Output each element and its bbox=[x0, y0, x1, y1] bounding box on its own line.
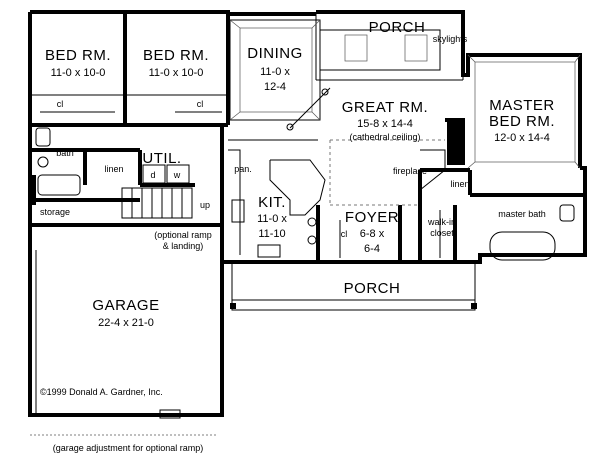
linen2-label: linen bbox=[450, 179, 469, 189]
util-name: UTIL. bbox=[142, 150, 181, 167]
room-labels: BED RM. 11-0 x 10-0 cl BED RM. 11-0 x 10… bbox=[40, 19, 555, 453]
dining-dims2: 12-4 bbox=[264, 81, 286, 93]
stairs bbox=[121, 187, 193, 219]
walkin-line1: walk-in bbox=[427, 217, 456, 227]
kitchen-counters bbox=[228, 149, 326, 258]
great-name: GREAT RM. bbox=[342, 99, 428, 116]
bed2-closet: cl bbox=[197, 99, 204, 109]
fireplace-label: fireplace bbox=[393, 166, 427, 176]
ramp-line1: (optional ramp bbox=[154, 230, 212, 240]
master-tray-ceiling bbox=[467, 54, 581, 169]
master-bath-label: master bath bbox=[498, 209, 546, 219]
bed1-dims: 11-0 x 10-0 bbox=[51, 67, 106, 79]
kit-name: KIT. bbox=[258, 194, 286, 211]
porch-top-name: PORCH bbox=[369, 19, 426, 36]
bath-label: bath bbox=[56, 148, 74, 158]
bath-fixtures bbox=[35, 127, 81, 196]
master-dims: 12-0 x 14-4 bbox=[494, 132, 550, 144]
garage-adjustment-note: (garage adjustment for optional ramp) bbox=[53, 443, 204, 453]
linen1-label: linen bbox=[104, 164, 123, 174]
utility-room bbox=[142, 164, 190, 184]
walkin-line2: closet bbox=[430, 228, 454, 238]
dining-dims1: 11-0 x bbox=[260, 66, 290, 78]
master-bath-fixtures bbox=[489, 204, 575, 261]
foyer-name: FOYER bbox=[345, 209, 399, 226]
porch-front-name: PORCH bbox=[344, 280, 401, 297]
dining-name: DINING bbox=[247, 45, 303, 62]
dining-tray-ceiling bbox=[229, 19, 331, 131]
foyer-dims1: 6-8 x bbox=[360, 228, 385, 240]
kit-dims2: 11-10 bbox=[258, 228, 285, 240]
master-name2: BED RM. bbox=[489, 113, 555, 130]
closet-lines bbox=[40, 111, 441, 258]
great-dims: 15-8 x 14-4 bbox=[357, 118, 413, 130]
front-porch bbox=[230, 262, 477, 311]
copyright-text: ©1999 Donald A. Gardner, Inc. bbox=[40, 387, 163, 397]
garage-frame bbox=[29, 250, 216, 436]
bed1-closet: cl bbox=[57, 99, 64, 109]
foyer-closet: cl bbox=[341, 229, 348, 239]
kit-dims1: 11-0 x bbox=[257, 213, 287, 225]
skylights-note: skylights bbox=[433, 34, 468, 44]
bed2-dims: 11-0 x 10-0 bbox=[149, 67, 204, 79]
garage-name: GARAGE bbox=[92, 297, 159, 314]
ramp-line2: & landing) bbox=[163, 241, 204, 251]
pantry-label: pan. bbox=[234, 164, 252, 174]
great-room-lines bbox=[329, 139, 446, 206]
up-label: up bbox=[200, 200, 210, 210]
bed2-name: BED RM. bbox=[143, 47, 209, 64]
storage-label: storage bbox=[40, 207, 70, 217]
master-name1: MASTER bbox=[489, 97, 555, 114]
util-w: w bbox=[173, 170, 181, 180]
foyer-dims2: 6-4 bbox=[364, 243, 380, 255]
great-note: (cathedral ceiling) bbox=[349, 132, 420, 142]
bed1-name: BED RM. bbox=[45, 47, 111, 64]
garage-dims: 22-4 x 21-0 bbox=[98, 317, 154, 329]
util-d: d bbox=[150, 170, 155, 180]
